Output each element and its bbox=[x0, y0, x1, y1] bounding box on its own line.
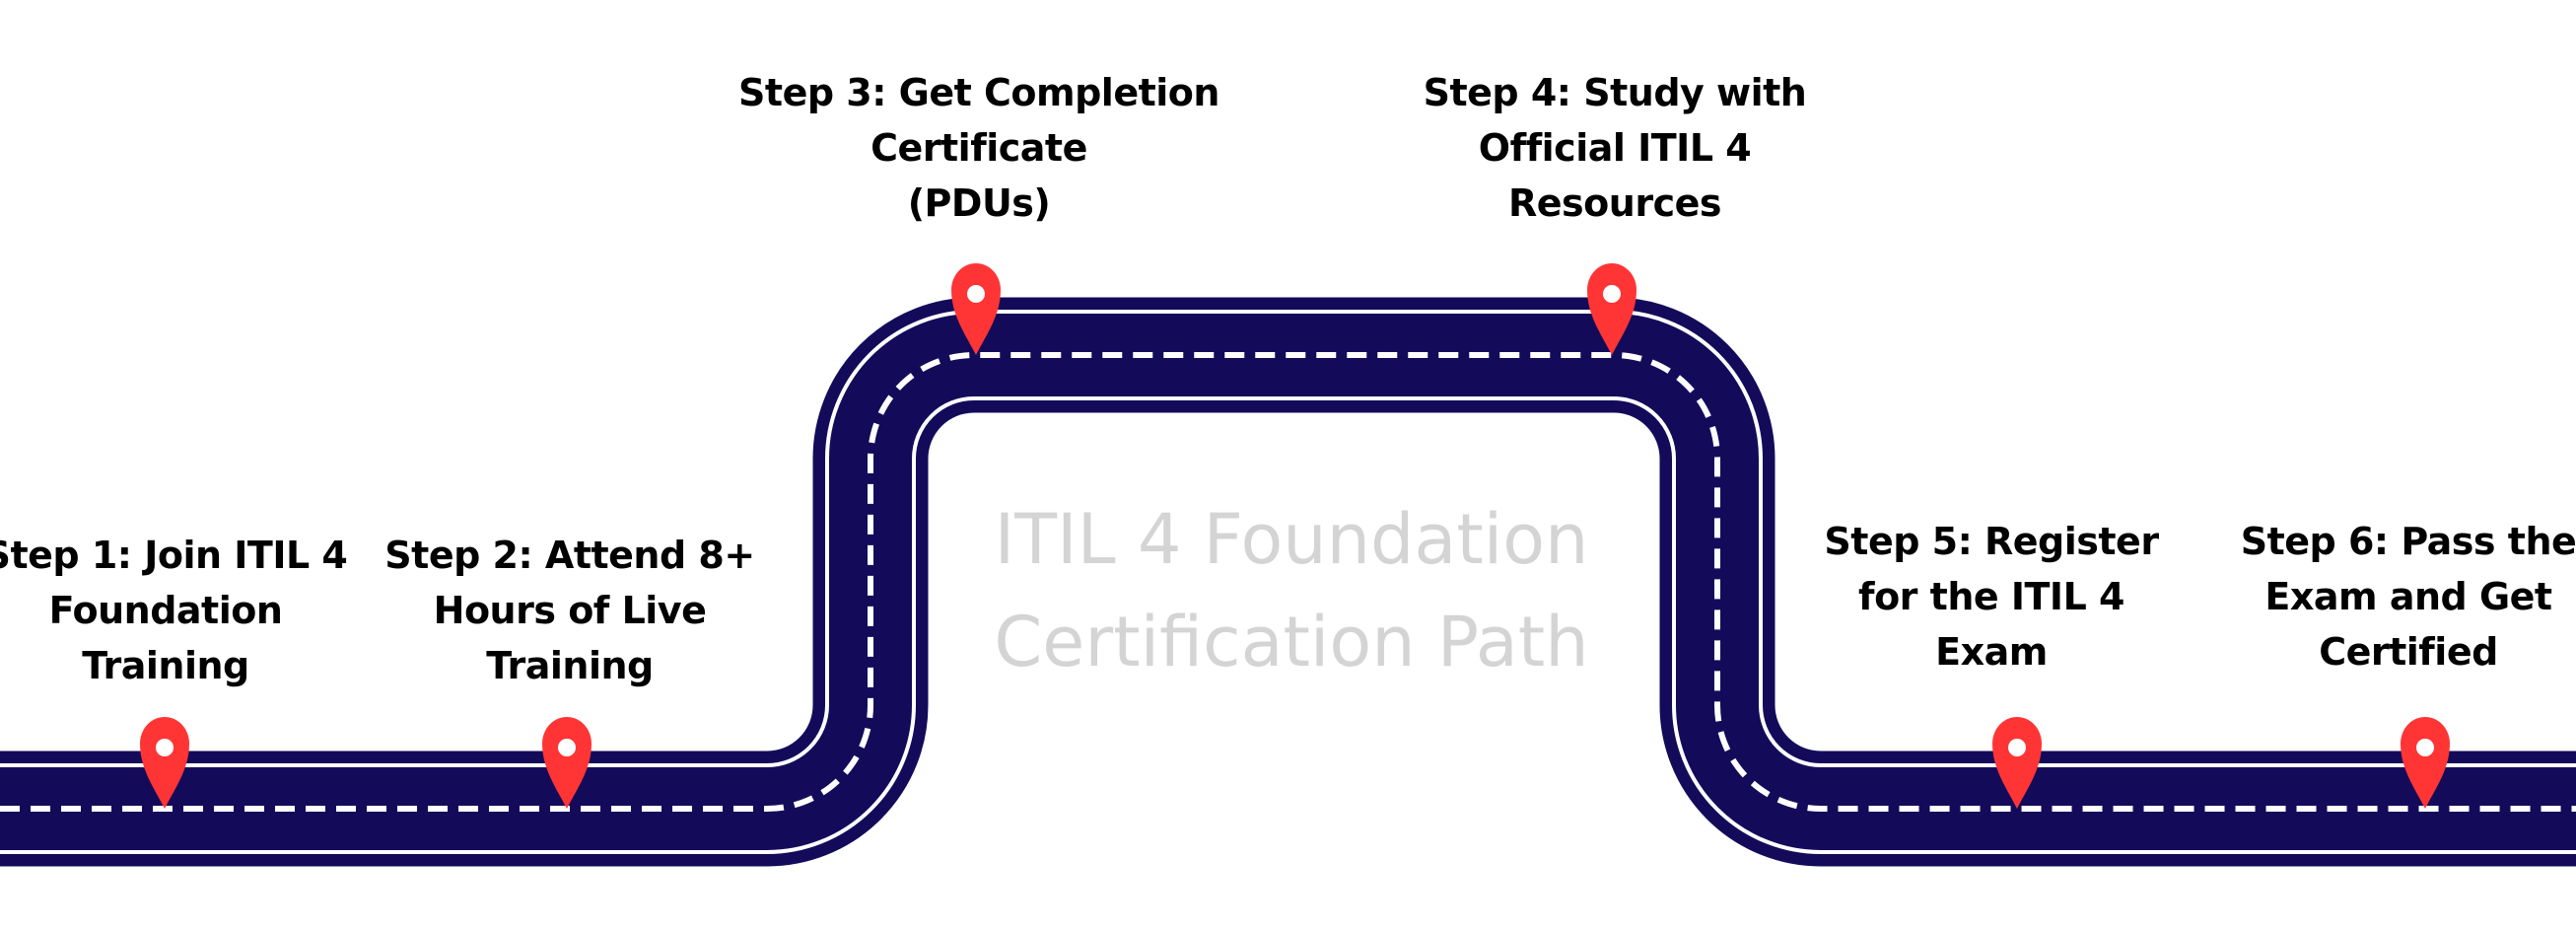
label-line: Foundation bbox=[48, 589, 283, 632]
label-line: Certificate bbox=[870, 126, 1087, 170]
map-pin-icon bbox=[140, 717, 189, 809]
diagram-title: ITIL 4 Foundation Certification Path bbox=[994, 488, 1588, 693]
title-line: Certification Path bbox=[994, 602, 1589, 682]
label-line: for the ITIL 4 bbox=[1858, 575, 2124, 618]
label-line: Step 6: Pass the bbox=[2240, 520, 2576, 563]
step-1-label: Step 1: Join ITIL 4 Foundation Training bbox=[0, 528, 348, 693]
map-pin-icon bbox=[2401, 717, 2450, 809]
label-line: Step 2: Attend 8+ bbox=[384, 534, 755, 577]
step-4-label: Step 4: Study with Official ITIL 4 Resou… bbox=[1424, 65, 1807, 231]
label-line: Step 5: Register bbox=[1824, 520, 2159, 563]
step-6-label: Step 6: Pass the Exam and Get Certified bbox=[2241, 514, 2576, 680]
map-pin-icon bbox=[1587, 263, 1636, 355]
step-3-label: Step 3: Get Completion Certificate (PDUs… bbox=[738, 65, 1219, 231]
step-5-label: Step 5: Register for the ITIL 4 Exam bbox=[1824, 514, 2159, 680]
label-line: Hours of Live bbox=[433, 589, 707, 632]
map-pin-icon bbox=[1992, 717, 2042, 809]
label-line: Step 3: Get Completion bbox=[738, 71, 1219, 114]
label-line: Resources bbox=[1508, 181, 1721, 225]
label-line: Training bbox=[82, 644, 249, 687]
map-pin-icon bbox=[542, 717, 592, 809]
road-center-dashes bbox=[0, 352, 2576, 812]
title-line: ITIL 4 Foundation bbox=[994, 499, 1589, 580]
label-line: Training bbox=[486, 644, 654, 687]
map-pin-icon bbox=[951, 263, 1001, 355]
label-line: Certified bbox=[2319, 630, 2498, 674]
road bbox=[0, 297, 2576, 867]
label-line: (PDUs) bbox=[907, 181, 1051, 225]
label-line: Exam and Get bbox=[2264, 575, 2552, 618]
step-2-label: Step 2: Attend 8+ Hours of Live Training bbox=[384, 528, 755, 693]
label-line: Exam bbox=[1935, 630, 2048, 674]
label-line: Step 1: Join ITIL 4 bbox=[0, 534, 348, 577]
label-line: Official ITIL 4 bbox=[1478, 126, 1752, 170]
label-line: Step 4: Study with bbox=[1423, 71, 1807, 114]
